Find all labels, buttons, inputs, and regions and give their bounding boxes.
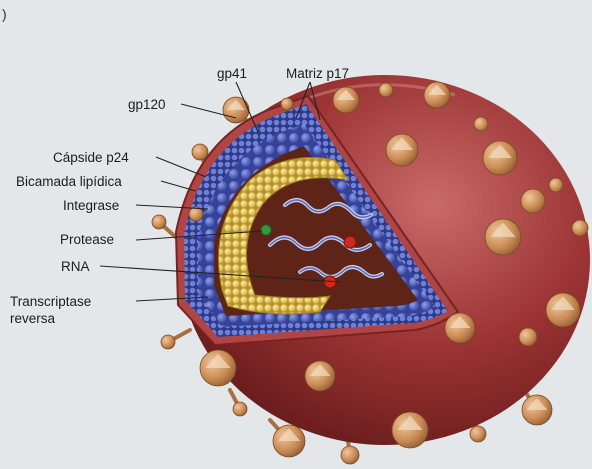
glycoprotein-spike [572,220,588,236]
label-transcriptase: Transcriptase [10,294,91,309]
glycoprotein-spike [152,215,166,229]
glycoprotein-spike [549,178,563,192]
glycoprotein-spike [161,335,175,349]
glycoprotein-spike [233,402,247,416]
corner-mark: ) [2,6,7,22]
label-integrase: Integrase [63,198,119,213]
glycoprotein-spike [192,144,208,160]
glycoprotein-spike [341,446,359,464]
label-bicamada-lipidica: Bicamada lipídica [16,174,122,189]
integrase-molecule [261,225,271,235]
label-gp120: gp120 [128,97,166,112]
label-matriz-p17: Matriz p17 [286,66,349,81]
label-protease: Protease [60,232,114,247]
glycoprotein-spike [519,328,537,346]
label-reversa: reversa [10,311,55,326]
glycoprotein-spike [379,83,393,97]
glycoprotein-spike [521,189,545,213]
glycoprotein-spike [281,98,293,110]
glycoprotein-spike [474,117,488,131]
label-gp41: gp41 [217,66,247,81]
glycoprotein-spike [470,426,486,442]
label-capside-p24: Cápside p24 [53,150,129,165]
protease-molecule [344,236,356,248]
label-rna: RNA [61,259,90,274]
